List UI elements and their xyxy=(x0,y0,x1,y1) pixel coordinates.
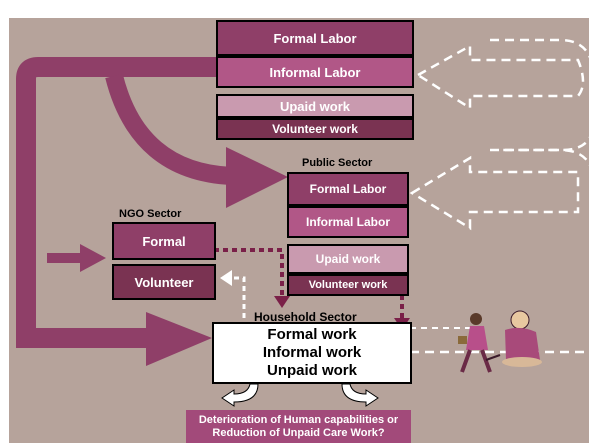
public-informal-labor: Informal Labor xyxy=(287,206,409,238)
household-formal-work: Formal work xyxy=(267,326,357,343)
lower-dashed-arrow xyxy=(409,155,580,231)
ngo-volunteer: Volunteer xyxy=(112,264,216,300)
public-sector-title: Public Sector xyxy=(302,157,373,169)
household-sector-title: Household Sector xyxy=(254,310,357,324)
household-sector-box: Formal work Informal work Unpaid work xyxy=(212,322,412,384)
public-arrowhead xyxy=(226,147,288,208)
upper-dashed-ring xyxy=(490,38,596,152)
ngo-to-public-arrowhead xyxy=(274,296,290,308)
walking-woman-icon xyxy=(458,313,492,373)
lower-dashed-ring xyxy=(490,148,596,212)
public-unpaid-work: Upaid work xyxy=(287,244,409,274)
ngo-to-public-dotted xyxy=(214,248,284,300)
right-curved-arrow xyxy=(341,383,379,407)
public-volunteer-work: Volunteer work xyxy=(287,274,409,296)
ngo-formal: Formal xyxy=(112,222,216,260)
question-banner: Deterioration of Human capabilities or R… xyxy=(186,410,411,443)
household-to-ngo-dotted xyxy=(230,276,246,318)
household-informal-work: Informal work xyxy=(262,344,362,361)
private-to-household-arrow xyxy=(16,57,216,348)
private-volunteer-work: Volunteer work xyxy=(216,118,414,140)
private-unpaid-work: Upaid work xyxy=(216,94,414,118)
question-line-2: Reduction of Unpaid Care Work? xyxy=(212,426,385,439)
private-to-public-arrow xyxy=(105,73,233,185)
household-arrowhead xyxy=(146,312,212,366)
left-curved-arrow xyxy=(221,383,259,407)
upper-dashed-arrow xyxy=(415,43,585,111)
private-formal-labor: Formal Labor xyxy=(216,20,414,56)
household-to-ngo-arrowhead xyxy=(220,270,232,286)
ngo-sector-title: NGO Sector xyxy=(119,208,182,220)
private-informal-labor: Informal Labor xyxy=(216,56,414,88)
household-unpaid-work: Unpaid work xyxy=(266,362,357,379)
seated-man-icon xyxy=(485,310,542,367)
ngo-input-arrowhead xyxy=(80,244,106,272)
public-formal-labor: Formal Labor xyxy=(287,172,409,206)
question-line-1: Deterioration of Human capabilities or xyxy=(198,413,399,426)
